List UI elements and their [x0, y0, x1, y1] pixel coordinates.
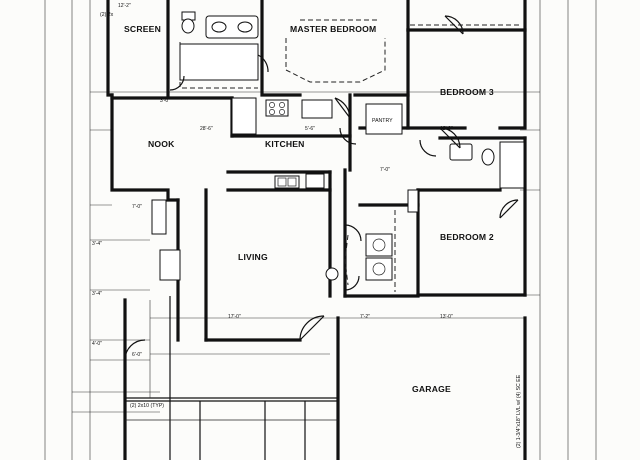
svg-text:17'-0": 17'-0" — [228, 314, 241, 320]
room-label-living: LIVING — [238, 252, 268, 262]
svg-text:7'-0": 7'-0" — [132, 204, 142, 210]
fireplace — [159, 249, 181, 281]
svg-text:3'-0": 3'-0" — [160, 98, 170, 104]
dimension-lines — [44, 0, 597, 460]
kitchen-sink — [274, 175, 300, 189]
svg-text:7'-0": 7'-0" — [380, 167, 390, 173]
hall-toilet-icon — [481, 148, 495, 166]
fixtures — [151, 11, 525, 281]
room-label-master-bedroom: MASTER BEDROOM — [290, 24, 376, 34]
toilet-icon — [181, 18, 195, 34]
room-label-garage: GARAGE — [412, 384, 451, 394]
svg-text:3'-4": 3'-4" — [92, 291, 102, 297]
garage-beam-note: (2) 1-3/4"x18" LVL w/ (4) SC EE — [516, 374, 522, 448]
pantry-label: PANTRY — [372, 118, 393, 124]
dashed-lines — [179, 19, 520, 292]
svg-text:3'-4": 3'-4" — [92, 241, 102, 247]
svg-text:13'-0": 13'-0" — [440, 314, 453, 320]
bathtub — [499, 141, 525, 189]
svg-text:7'-2": 7'-2" — [360, 314, 370, 320]
header-note: (2) 2x — [100, 12, 114, 18]
room-label-screen: SCREEN — [124, 24, 161, 34]
room-label-bedroom-3: BEDROOM 3 — [440, 87, 494, 97]
porch-structure — [125, 300, 338, 460]
hall-vanity — [449, 143, 473, 161]
refrigerator — [301, 99, 333, 119]
shower — [179, 43, 259, 81]
svg-text:6'-0": 6'-0" — [132, 352, 142, 358]
room-label-nook: NOOK — [148, 139, 175, 149]
walls — [106, 0, 527, 460]
room-label-kitchen: KITCHEN — [265, 139, 305, 149]
svg-text:5'-6": 5'-6" — [305, 126, 315, 132]
room-label-bedroom-2: BEDROOM 2 — [440, 232, 494, 242]
svg-text:12'-2": 12'-2" — [118, 3, 131, 9]
svg-text:4'-0": 4'-0" — [92, 341, 102, 347]
svg-text:12'-0": 12'-0" — [440, 126, 453, 132]
range-icon — [265, 99, 289, 117]
washer — [365, 233, 393, 257]
svg-text:28'-6": 28'-6" — [200, 126, 213, 132]
dimension-text: 12'-2" 28'-6" 5'-6" 12'-0" 17'-0" 7'-2" … — [92, 3, 453, 358]
water-heater — [325, 267, 339, 281]
pantry-box — [365, 103, 403, 135]
door-swings — [124, 15, 519, 361]
dishwasher — [305, 173, 325, 189]
beam-note: (2) 2x10 (TYP) — [130, 403, 164, 409]
dryer — [365, 257, 393, 281]
